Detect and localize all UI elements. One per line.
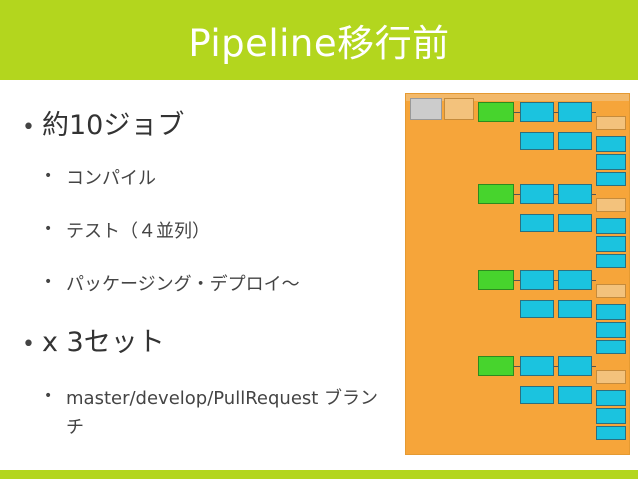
pipeline-job-box [478,102,514,122]
pipeline-job-box [596,322,626,338]
pipeline-header-strip [406,94,629,101]
pipeline-job-box [596,370,626,384]
bullet-item: • x 3セット [22,320,165,359]
pipeline-connector [554,194,558,195]
sub-bullet-item: • パッケージング・デプロイ〜 [44,270,300,299]
pipeline-job-box [596,116,626,130]
bullet-dot: • [44,274,53,290]
pipeline-job-box [558,184,592,204]
pipeline-job-box [520,102,554,122]
bullet-dot: • [22,332,35,357]
pipeline-job-box [558,356,592,376]
bullet-text: パッケージング・デプロイ〜 [66,274,300,295]
pipeline-connector [514,112,520,113]
pipeline-job-box [444,98,474,120]
pipeline-job-box [520,184,554,204]
pipeline-connector [592,366,596,367]
pipeline-job-box [478,184,514,204]
pipeline-connector [592,280,596,281]
pipeline-job-box [596,284,626,298]
pipeline-connector [514,366,520,367]
slide-title: Pipeline移行前 [188,22,450,65]
pipeline-job-box [520,214,554,232]
bullet-text: テスト（４並列） [66,221,210,242]
pipeline-job-box [410,98,442,120]
pipeline-job-box [558,214,592,232]
bullet-text: x 3セット [42,327,165,358]
pipeline-job-box [558,270,592,290]
pipeline-job-box [558,300,592,318]
pipeline-job-box [596,426,626,440]
pipeline-connector [554,112,558,113]
pipeline-connector [554,280,558,281]
pipeline-job-box [596,390,626,406]
pipeline-job-box [596,172,626,186]
bullet-text: 約10ジョブ [42,110,185,141]
pipeline-job-box [520,300,554,318]
pipeline-job-box [596,154,626,170]
pipeline-job-box [596,198,626,212]
pipeline-job-box [520,356,554,376]
bullet-item: • 約10ジョブ [22,103,184,142]
pipeline-job-box [596,340,626,354]
pipeline-job-box [520,386,554,404]
pipeline-job-box [558,386,592,404]
bottom-bar [0,470,638,479]
bullet-dot: • [44,221,53,237]
pipeline-screenshot [405,93,630,455]
pipeline-connector [514,194,520,195]
pipeline-job-box [478,270,514,290]
sub-bullet-item: • コンパイル [44,164,156,193]
pipeline-job-box [596,236,626,252]
pipeline-job-box [596,136,626,152]
bullet-dot: • [44,168,53,184]
pipeline-job-box [478,356,514,376]
pipeline-connector [592,194,596,195]
bullet-dot: • [44,388,53,404]
pipeline-connector [554,366,558,367]
bullet-text: コンパイル [66,168,156,189]
pipeline-job-box [520,270,554,290]
pipeline-job-box [596,408,626,424]
pipeline-job-box [596,254,626,268]
pipeline-job-box [520,132,554,150]
pipeline-job-box [596,218,626,234]
sub-bullet-item: • master/develop/PullRequest ブランチ [44,384,396,442]
bullet-text: master/develop/PullRequest ブランチ [66,388,379,438]
bullet-list: •約10ジョブ •コンパイル •テスト（４並列） •パッケージング・デプロイ〜 … [22,103,396,442]
bullet-dot: • [22,115,35,140]
pipeline-job-box [596,304,626,320]
sub-bullet-item: • テスト（４並列） [44,217,210,246]
pipeline-connector [592,112,596,113]
pipeline-job-box [558,132,592,150]
title-bar: Pipeline移行前 [0,0,638,80]
pipeline-job-box [558,102,592,122]
pipeline-connector [514,280,520,281]
